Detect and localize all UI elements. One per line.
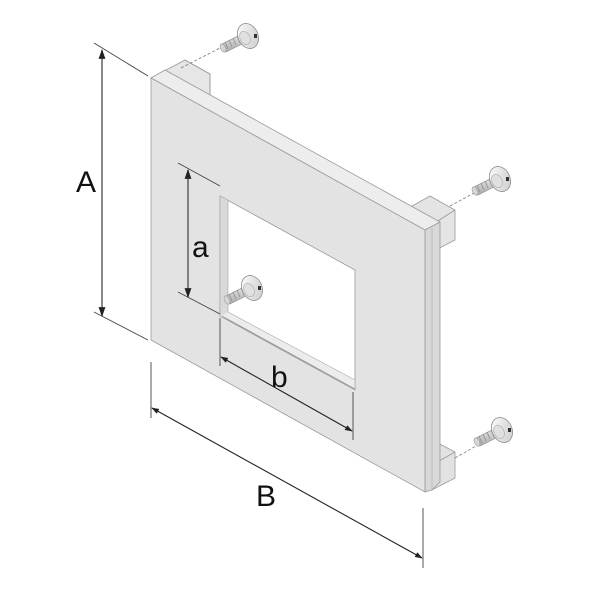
dimension-label-B: B (256, 480, 276, 513)
screw-icon (180, 19, 264, 69)
dimension-outer-width: B (150, 362, 424, 568)
dimension-cutout-height: a (177, 162, 221, 315)
dimension-label-a: a (192, 231, 209, 264)
screw-icon (222, 271, 268, 306)
mounting-frame (150, 69, 441, 493)
dimension-label-b: b (271, 361, 288, 394)
dimension-label-A: A (76, 166, 96, 199)
dimension-outer-height: A (76, 42, 149, 341)
screw-icon (454, 413, 518, 459)
screw-icon (449, 162, 516, 207)
